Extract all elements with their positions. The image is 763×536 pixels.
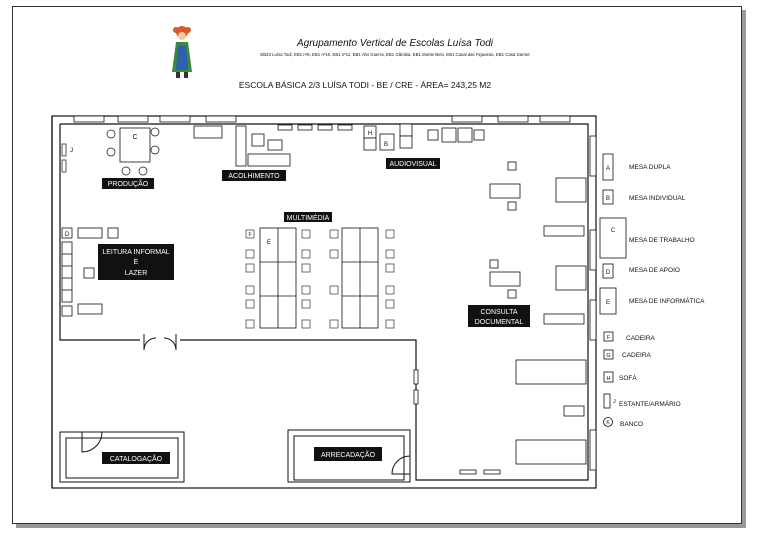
legend-label-banco: BANCO: [620, 421, 643, 428]
arrecadacao-room: [287, 429, 411, 483]
arrecadacao-label-box: [314, 447, 382, 461]
multimedia-computer-tables: [259, 227, 379, 329]
left-shelves: [61, 143, 67, 173]
catalogacao-room: [59, 431, 185, 483]
catalogacao-label: CATALOGAÇÃO: [110, 454, 163, 463]
legend-symbol-f: F: [607, 335, 611, 341]
schools-subtitle: EB23 Luísa Todi, EB1 nº6, EB1 nº10, EB1 …: [260, 52, 530, 57]
legend-label-cadeira-g: CADEIRA: [622, 352, 652, 359]
leitura-label-box: [98, 244, 174, 280]
support-table-symbol: D: [65, 232, 70, 238]
legend-symbol-h: H: [607, 376, 611, 382]
acolhimento-furniture: [193, 124, 353, 167]
school-logo-figure: [172, 26, 192, 78]
shelf-symbol: J: [70, 148, 73, 154]
catalogacao-label-box: [102, 452, 170, 464]
legend-label-sofa: SOFÁ: [619, 373, 637, 382]
computer-table-symbol: E: [267, 240, 271, 246]
chair-symbol: F: [248, 232, 251, 238]
work-table-symbol: C: [132, 134, 137, 141]
leitura-furniture: [61, 227, 119, 317]
entrance-door: [143, 334, 177, 351]
producao-label: PRODUÇÃO: [108, 179, 149, 188]
legend-label-mesa-trabalho: MESA DE TRABALHO: [629, 237, 695, 244]
legend-symbol-b: B: [606, 196, 610, 202]
audiovisual-unit-symbol: H: [368, 131, 372, 137]
arrecadacao-label: ARRECADAÇÃO: [321, 450, 376, 459]
school-name-title: Agrupamento Vertical de Escolas Luísa To…: [296, 38, 494, 49]
legend-symbols: [599, 153, 627, 427]
bench-symbol: B: [384, 142, 388, 148]
multimedia-chairs: [245, 229, 395, 329]
legend-entries: A MESA DUPLA B MESA INDIVIDUAL C MESA DE…: [606, 164, 705, 428]
producao-furniture: [119, 127, 151, 163]
legend-label-estante: ESTANTE/ARMÁRIO: [619, 399, 681, 408]
legend-label-mesa-informatica: MESA DE INFORMÁTICA: [629, 296, 705, 305]
leitura-label-line2: E: [134, 259, 139, 266]
legend-symbol-c: C: [611, 228, 616, 234]
legend-symbol-e: E: [606, 300, 610, 306]
legend-label-cadeira-f: CADEIRA: [626, 335, 656, 342]
legend-symbol-k: K: [606, 420, 610, 426]
legend-symbol-g: G: [606, 353, 610, 359]
stools: [106, 127, 160, 176]
leitura-label-line1: LEITURA INFORMAL: [102, 249, 169, 256]
acolhimento-label-box: [222, 170, 286, 181]
consulta-furniture: [413, 161, 587, 475]
plan-title: ESCOLA BÁSICA 2/3 LUÍSA TODI - BE / CRE …: [239, 80, 491, 90]
consulta-label-box: [468, 305, 530, 327]
legend-symbol-a: A: [606, 166, 610, 172]
audiovisual-furniture: [363, 123, 485, 151]
audiovisual-label: AUDIOVISUAL: [389, 161, 436, 168]
multimedia-label: MULTIMÉDIA: [287, 213, 330, 222]
acolhimento-label: ACOLHIMENTO: [228, 173, 280, 180]
legend-label-mesa-individual: MESA INDIVIDUAL: [629, 195, 686, 202]
audiovisual-label-box: [386, 158, 440, 169]
windows-top: [73, 115, 597, 471]
legend-symbol-j: J: [613, 399, 616, 405]
legend-label-mesa-apoio: MESA DE APOIO: [629, 267, 680, 274]
consulta-label-line2: DOCUMENTAL: [475, 319, 524, 326]
producao-label-box: [102, 178, 154, 189]
consulta-label-line1: CONSULTA: [480, 309, 517, 316]
leitura-label-line3: LAZER: [125, 270, 148, 277]
multimedia-label-box: [284, 212, 332, 222]
legend-symbol-d: D: [606, 270, 611, 276]
legend-label-mesa-dupla: MESA DUPLA: [629, 164, 671, 171]
